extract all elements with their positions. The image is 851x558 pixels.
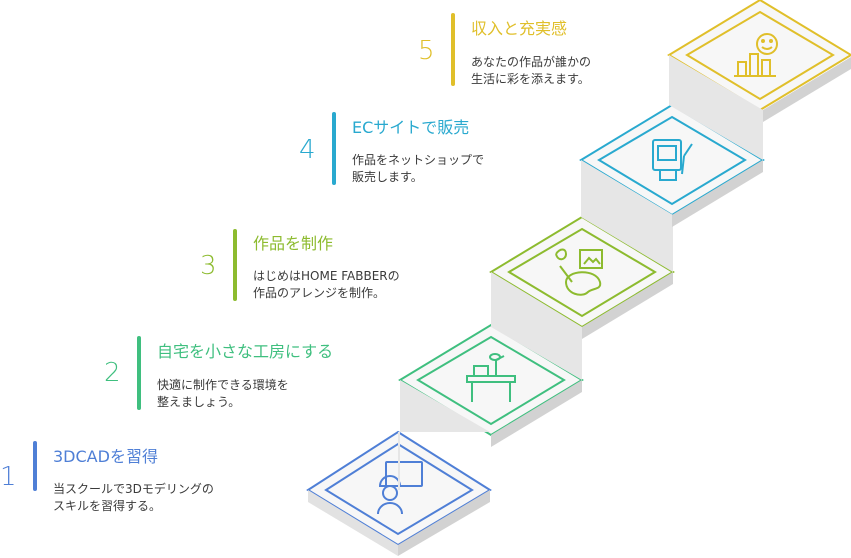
happy-chart-icon	[734, 33, 778, 77]
step-2-number: 2	[104, 358, 121, 388]
step-3-desc-line2: 作品のアレンジを制作。	[253, 286, 386, 300]
step-2-title: 自宅を小さな工房にする	[157, 342, 334, 361]
step-2-accent-bar	[137, 336, 141, 410]
step-4-accent-bar	[332, 112, 336, 185]
art-palette-icon	[555, 248, 603, 296]
step-4-title: ECサイトで販売	[352, 118, 470, 137]
step-4-desc-line2: 販売します。	[352, 170, 423, 184]
step-3-desc-line1: はじめはHOME FABBERの	[253, 269, 400, 283]
step-5-desc-line2: 生活に彩を添えます。	[471, 72, 590, 86]
workbench-icon	[466, 353, 516, 402]
step-5-platform	[667, 0, 851, 160]
engineer-icon	[377, 461, 423, 515]
step-1-desc-line1: 当スクールで3Dモデリングの	[53, 482, 214, 496]
step-1-accent-bar	[33, 441, 37, 491]
step-3-number: 3	[200, 251, 217, 281]
online-shop-icon	[652, 139, 693, 181]
step-4-number: 4	[299, 135, 316, 165]
step-3-title: 作品を制作	[253, 234, 334, 253]
step-5-title: 収入と充実感	[471, 19, 568, 38]
step-1-desc-line2: スキルを習得する。	[53, 499, 162, 513]
step-1-number: 1	[0, 462, 17, 492]
step-4-desc-line1: 作品をネットショップで	[352, 153, 485, 167]
step-2-desc-line1: 快適に制作できる環境を	[157, 378, 289, 392]
step-2-desc-line2: 整えましょう。	[157, 395, 241, 409]
step-5-desc-line1: あなたの作品が誰かの	[471, 55, 592, 69]
step-3-accent-bar	[233, 229, 237, 301]
step-1-title: 3DCADを習得	[53, 447, 158, 466]
step-5-number: 5	[418, 36, 435, 66]
step-5-accent-bar	[451, 13, 455, 86]
